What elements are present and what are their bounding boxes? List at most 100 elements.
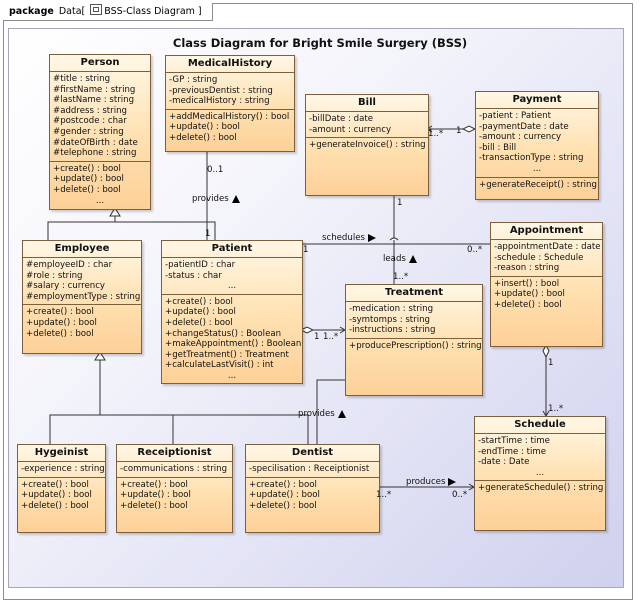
assoc-name: produces	[406, 477, 446, 487]
attributes-section: -startTime : time -endTime : time -date …	[475, 434, 605, 482]
attribute: #gender : string	[53, 126, 124, 137]
class-name: Person	[50, 55, 150, 72]
operations-section: +create() : bool +update() : bool +delet…	[246, 478, 379, 514]
operations-section: +create() : bool +update() : bool +delet…	[18, 478, 105, 514]
attribute: #address : string	[53, 105, 127, 116]
attribute: #role : string	[26, 270, 83, 281]
frame-package-name: Data	[58, 6, 82, 17]
operations-section: +create() : bool +update() : bool +delet…	[50, 162, 150, 208]
class-name: Receiptionist	[117, 445, 232, 462]
direction-arrow-right-icon	[368, 233, 376, 242]
multiplicity: 1..*	[376, 490, 392, 500]
attributes-section: -specilisation : Receiptionist	[246, 462, 379, 478]
class-payment[interactable]: Payment -patient : Patient -paymentDate …	[475, 91, 599, 200]
multiplicity: 0..1	[207, 165, 224, 175]
operations-section: +create() : bool +update() : bool +delet…	[117, 478, 232, 514]
class-treatment[interactable]: Treatment -medication : string -symtomps…	[345, 284, 483, 396]
multiplicity: 1	[456, 126, 462, 136]
operation: +create() : bool	[53, 163, 121, 174]
class-appointment[interactable]: Appointment -appointmentDate : date -sch…	[490, 222, 603, 347]
operation: +delete() : bool	[21, 500, 89, 511]
class-person[interactable]: Person #title : string #firstName : stri…	[49, 54, 151, 210]
class-patient[interactable]: Patient -patientID : char -status : char…	[161, 240, 303, 384]
operations-section: +producePrescription() : string	[346, 339, 482, 354]
assoc-name: provides	[298, 409, 335, 419]
class-diagram-icon	[90, 4, 103, 15]
multiplicity: 1	[303, 245, 309, 255]
attribute: -transactionType : string	[479, 153, 584, 164]
class-name: Dentist	[246, 445, 379, 462]
class-receiptionist[interactable]: Receiptionist -communications : string +…	[116, 444, 233, 533]
attribute: -appointmentDate : date	[494, 242, 601, 252]
multiplicity: 1..*	[428, 129, 444, 139]
operation: +producePrescription() : string	[349, 340, 482, 351]
operation: +getTreatment() : Treatment	[165, 349, 289, 360]
attribute: #telephone : string	[53, 148, 137, 159]
attribute: -billDate : date	[309, 114, 373, 124]
frame-keyword: package	[9, 6, 54, 17]
attributes-section: #employeeID : char #role : string #salar…	[23, 258, 141, 306]
attribute: -schedule : Schedule	[494, 252, 584, 263]
operations-section: +generateReceipt() : string	[476, 178, 598, 193]
attribute: #firstName : string	[53, 84, 136, 95]
attribute: -GP : string	[169, 75, 218, 85]
operation: +update() : bool	[249, 490, 320, 501]
assoc-label-schedules: schedules	[322, 233, 376, 243]
attribute: #lastName : string	[53, 95, 135, 106]
direction-arrow-up-icon	[337, 409, 346, 418]
operation-ellipsis: ...	[227, 370, 237, 381]
attribute-ellipsis: ...	[532, 163, 542, 174]
attribute: -bill : Bill	[479, 142, 517, 153]
attribute: #dateOfBirth : date	[53, 137, 138, 148]
operation: +update() : bool	[120, 490, 191, 501]
class-dentist[interactable]: Dentist -specilisation : Receiptionist +…	[245, 444, 380, 533]
operation: +delete() : bool	[249, 500, 317, 511]
attribute: #salary : currency	[26, 281, 106, 292]
class-bill[interactable]: Bill -billDate : date -amount : currency…	[305, 94, 429, 196]
class-medical-history[interactable]: MedicalHistory -GP : string -previousDen…	[165, 55, 295, 152]
attributes-section: -billDate : date -amount : currency	[306, 112, 428, 139]
attributes-section: #title : string #firstName : string #las…	[50, 72, 150, 162]
assoc-label-produces: produces	[406, 477, 457, 487]
multiplicity: 1	[397, 198, 403, 208]
operation: +create() : bool	[26, 307, 94, 318]
attributes-section: -medication : string -symtomps : string …	[346, 302, 482, 339]
attribute: -reason : string	[494, 263, 560, 274]
attribute: -endTime : time	[478, 446, 547, 457]
attribute: #employeeID : char	[26, 260, 113, 270]
class-name: Appointment	[491, 223, 602, 240]
class-name: MedicalHistory	[166, 56, 294, 73]
operation: +update() : bool	[165, 307, 236, 318]
attribute: -amount : currency	[479, 132, 562, 143]
operation: +create() : bool	[249, 479, 317, 490]
attribute: #postcode : char	[53, 116, 127, 127]
attribute-ellipsis: ...	[227, 281, 237, 292]
class-schedule[interactable]: Schedule -startTime : time -endTime : ti…	[474, 416, 606, 531]
class-hygeinist[interactable]: Hygeinist -experience : string +create()…	[17, 444, 106, 533]
operation: +create() : bool	[165, 296, 233, 307]
attribute: -experience : string	[21, 464, 105, 474]
attribute: #employmentType : string	[26, 291, 141, 302]
assoc-name: leads	[383, 254, 406, 264]
attribute: -date : Date	[478, 457, 530, 468]
class-employee[interactable]: Employee #employeeID : char #role : stri…	[22, 240, 142, 354]
attribute: -instructions : string	[349, 325, 436, 336]
operation: +delete() : bool	[26, 328, 94, 339]
operation: +create() : bool	[21, 479, 89, 490]
multiplicity: 1..*	[548, 404, 564, 414]
class-name: Schedule	[475, 417, 605, 434]
class-name: Bill	[306, 95, 428, 112]
multiplicity: 1	[205, 229, 211, 239]
operations-section: +addMedicalHistory() : bool +update() : …	[166, 110, 294, 146]
operation: +generateReceipt() : string	[479, 179, 597, 190]
assoc-label-provides-treatment: provides	[298, 409, 346, 419]
attribute: -medication : string	[349, 304, 434, 314]
assoc-name: schedules	[322, 233, 365, 243]
operation: +makeAppointment() : Boolean	[165, 339, 302, 350]
assoc-label-provides-history: provides	[192, 194, 240, 204]
operation: +delete() : bool	[169, 132, 237, 143]
operations-section: +insert() : bool +update() : bool +delet…	[491, 277, 602, 313]
operation: +update() : bool	[26, 317, 97, 328]
